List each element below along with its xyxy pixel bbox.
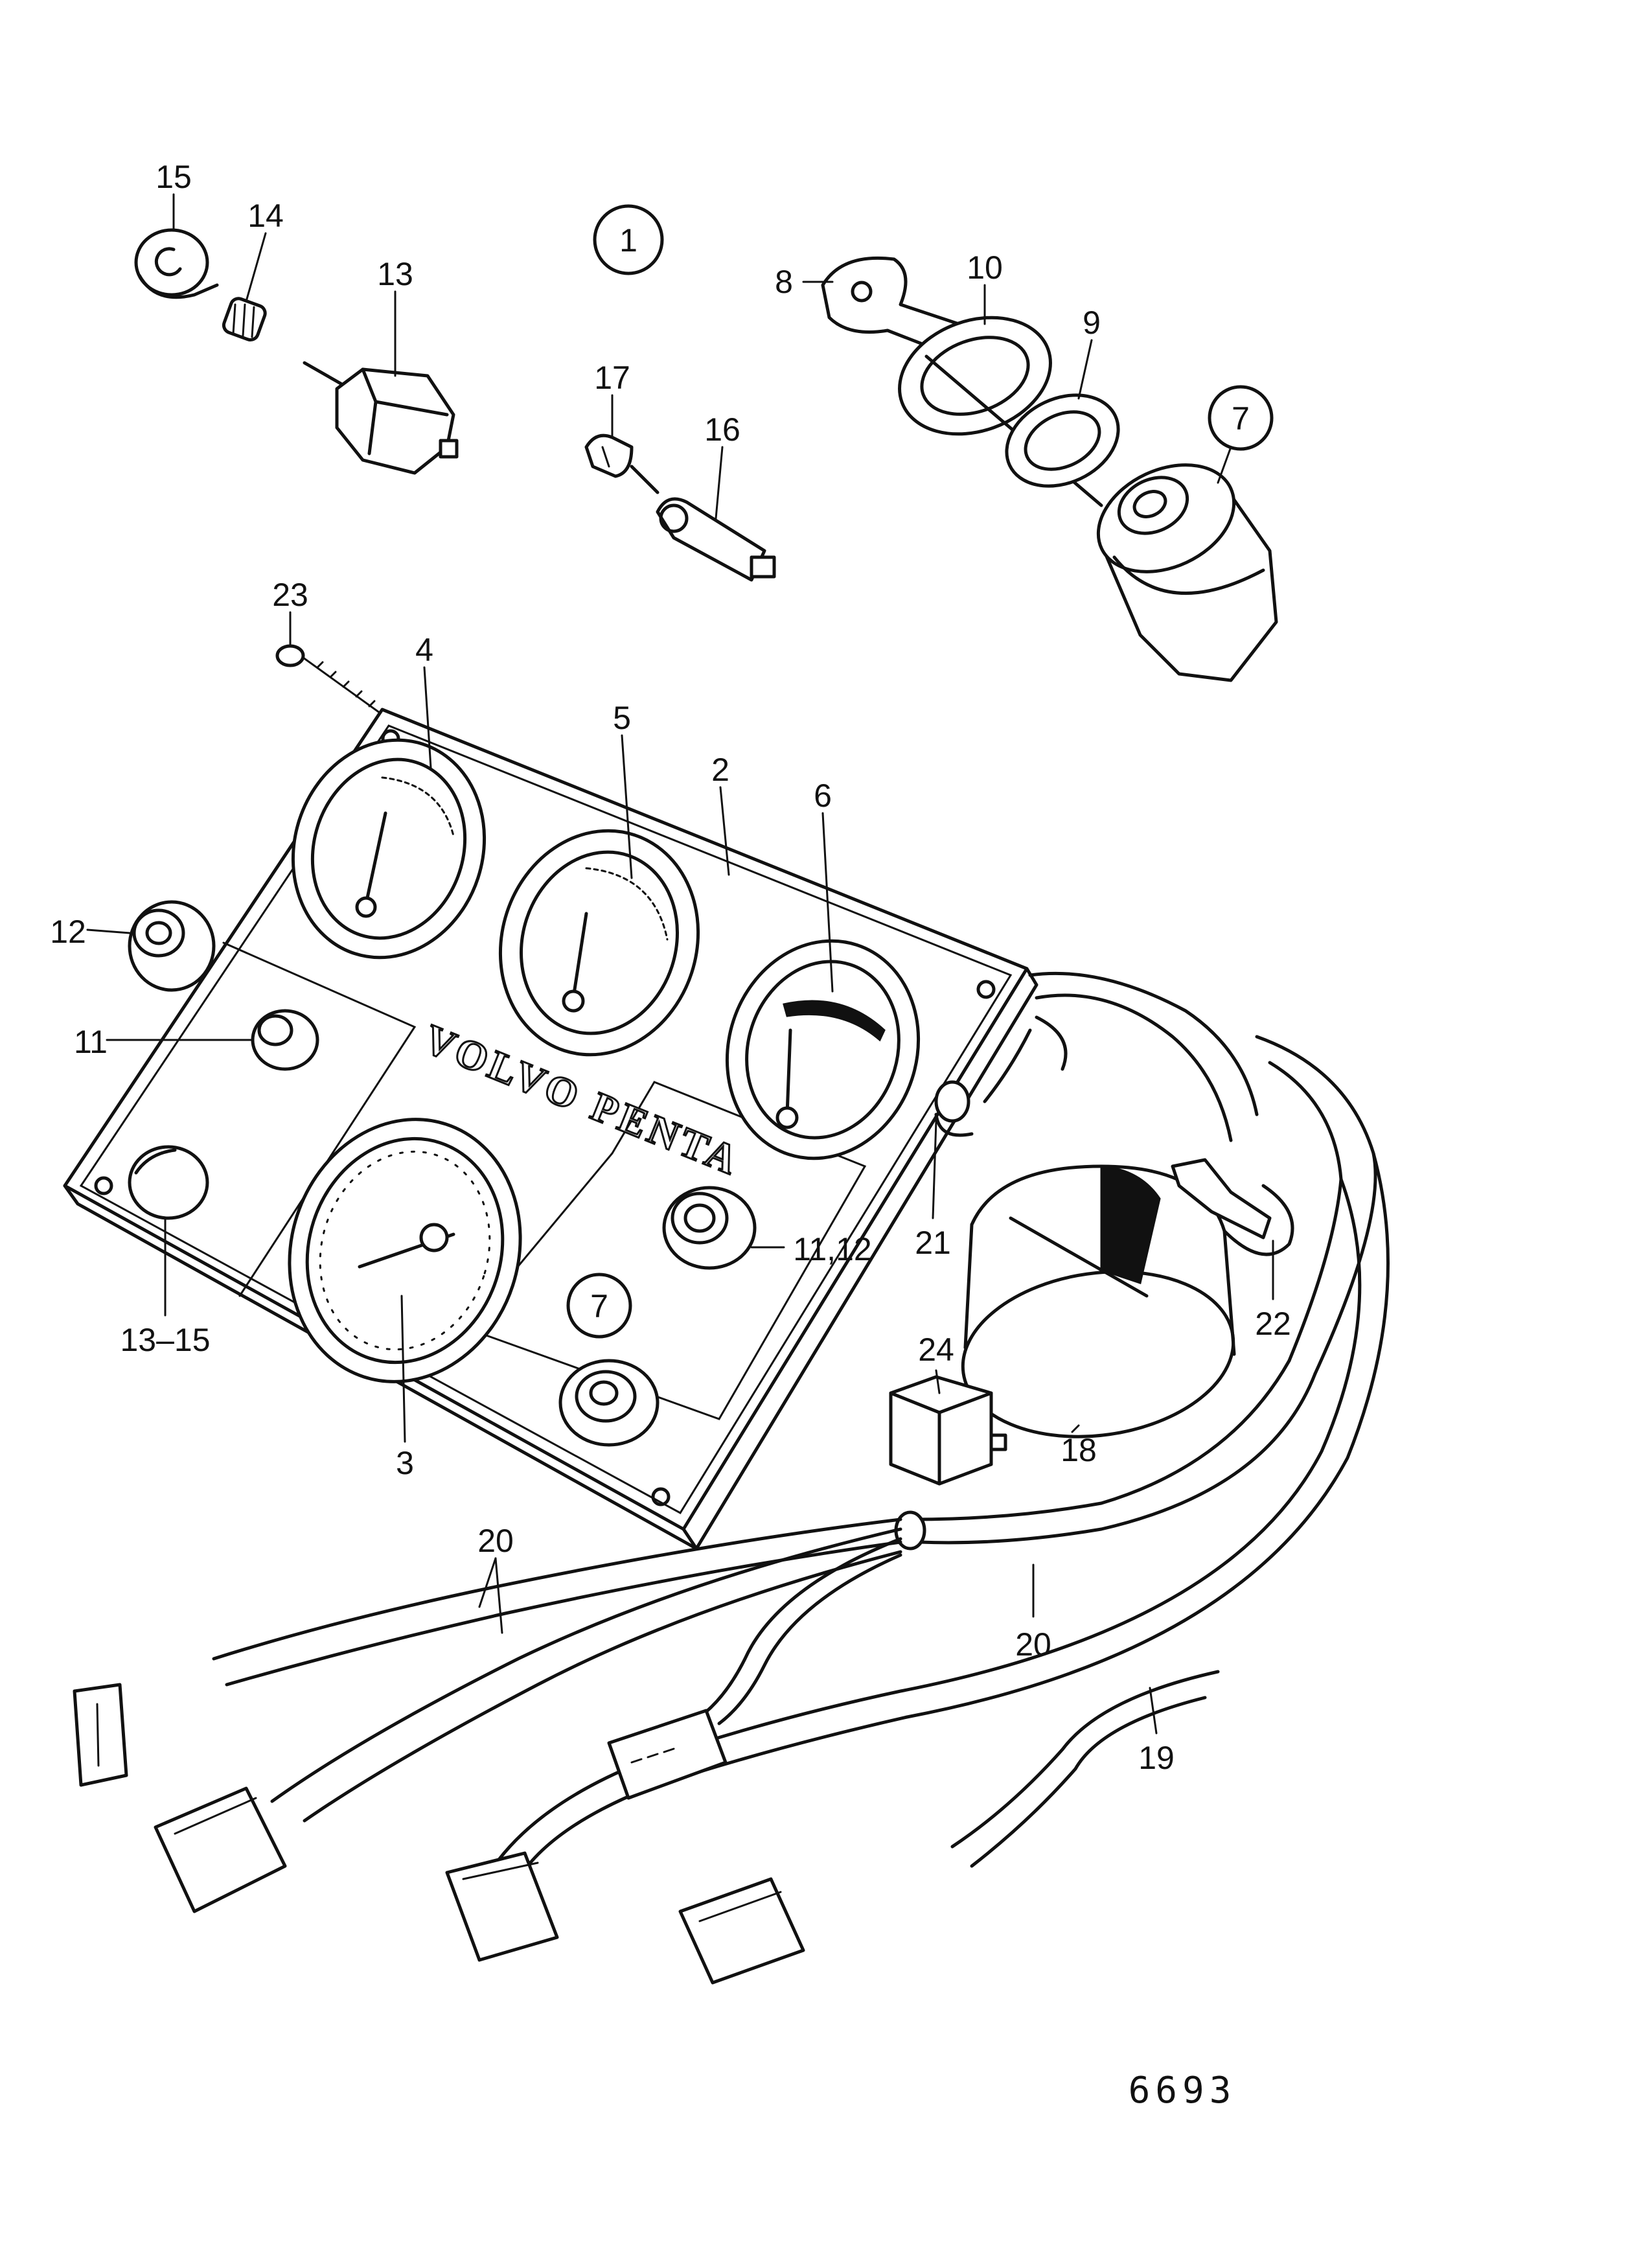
part-switch-13	[303, 361, 459, 475]
callout-3: 3	[396, 1445, 414, 1481]
callout-9: 9	[1083, 305, 1101, 341]
callout-15: 15	[155, 159, 192, 195]
part-bulb-17	[584, 433, 660, 494]
callout-21: 21	[915, 1225, 951, 1261]
clip-21	[934, 1080, 974, 1137]
callout-17: 17	[594, 360, 630, 396]
part-lamp-holder-16	[656, 497, 776, 582]
group-badge-7-panel: 7	[566, 1273, 632, 1339]
gauge-5	[498, 829, 700, 1057]
part-nut-14	[222, 297, 267, 342]
callout-20-left: 20	[477, 1523, 514, 1559]
callout-13: 13	[377, 256, 413, 292]
figure-reference: 6693	[1129, 2070, 1237, 2112]
callout-13-15: 13–15	[120, 1322, 210, 1358]
callout-11-12: 11,12	[793, 1231, 871, 1267]
part-ignition-switch-7	[1096, 463, 1278, 682]
gauge-6	[725, 939, 921, 1160]
relay-24	[889, 1375, 1007, 1486]
part-key-8	[821, 256, 974, 355]
callout-11: 11	[74, 1024, 108, 1060]
callout-24: 24	[918, 1332, 954, 1368]
callout-labels: 15 14 13 17 16 8 10 9 23 4 5 2 6 12 11 1…	[50, 159, 1291, 1776]
group-badge-1: 1	[593, 204, 664, 275]
callout-7-top: 7	[1232, 400, 1250, 437]
callout-6: 6	[814, 778, 832, 814]
callout-5: 5	[613, 700, 631, 736]
panel-knob-13-15	[128, 1145, 209, 1220]
group-label: 1	[619, 222, 637, 259]
callout-23: 23	[272, 577, 308, 613]
part-knob-15	[134, 228, 219, 299]
callout-4: 4	[415, 632, 433, 668]
callout-14: 14	[247, 198, 284, 234]
callout-19: 19	[1138, 1740, 1175, 1776]
mounting-ring-18	[961, 1164, 1236, 1438]
wiring-harness-19-20	[73, 971, 1390, 1985]
callout-12: 12	[50, 914, 86, 950]
callout-2: 2	[711, 752, 729, 788]
callout-7-panel: 7	[590, 1288, 608, 1324]
panel-lamp-11	[251, 1009, 319, 1071]
panel-lamp-11-12	[662, 1186, 757, 1270]
part-ring-9	[1005, 393, 1120, 488]
callout-22: 22	[1255, 1306, 1291, 1342]
callout-8: 8	[775, 264, 793, 300]
panel-ignition-7	[558, 1359, 660, 1447]
instrument-panel-2	[63, 708, 1038, 1551]
leader-lines	[86, 193, 1274, 1735]
part-lamp-12	[128, 900, 216, 992]
callout-18: 18	[1061, 1432, 1097, 1468]
tachometer-3	[288, 1118, 522, 1383]
gauge-4	[291, 738, 487, 960]
group-badge-7-top: 7	[1208, 385, 1274, 451]
callout-16: 16	[704, 411, 740, 448]
callout-10: 10	[967, 249, 1003, 286]
bracket-22	[1171, 1158, 1294, 1256]
callout-20-right: 20	[1015, 1626, 1051, 1663]
part-screw-23	[275, 644, 390, 721]
